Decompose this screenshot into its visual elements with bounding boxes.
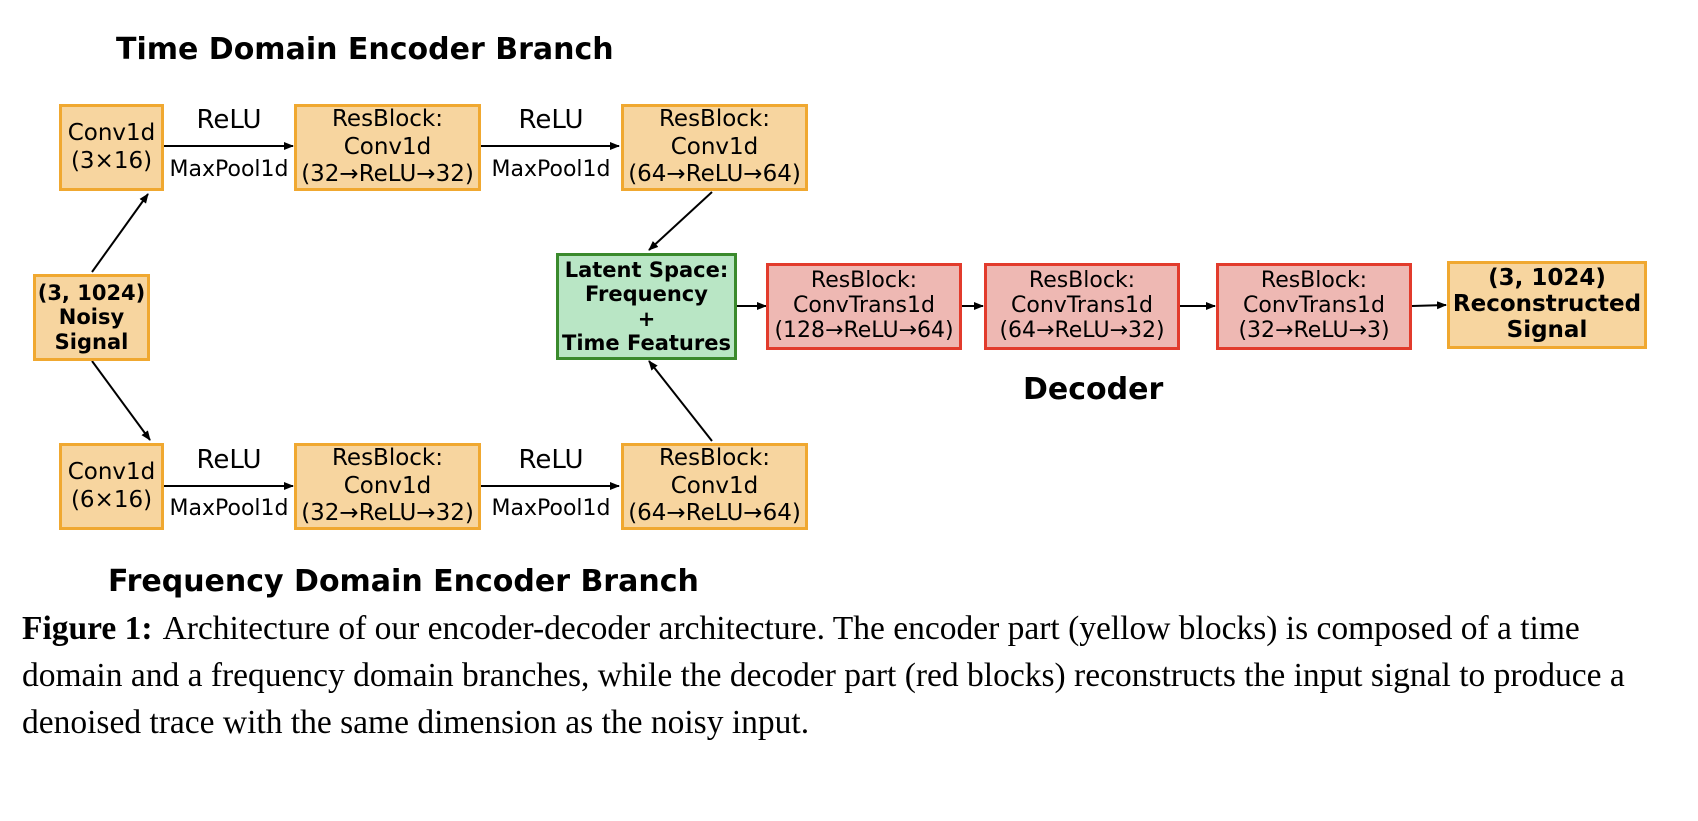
- decoder-resblock-3: ResBlock: ConvTrans1d (32→ReLU→3): [1216, 263, 1412, 350]
- arrow-input-to-time-conv: [91, 193, 149, 273]
- block-line: ConvTrans1d: [1243, 293, 1385, 319]
- time-branch-title: Time Domain Encoder Branch: [116, 32, 614, 67]
- block-line: ResBlock:: [1028, 268, 1136, 294]
- noisy-signal-input-block: (3, 1024) Noisy Signal: [33, 274, 150, 361]
- figure-caption: Figure 1:Architecture of our encoder-dec…: [22, 605, 1682, 746]
- caption-label: Figure 1:: [22, 610, 153, 647]
- decoder-resblock-2: ResBlock: ConvTrans1d (64→ReLU→32): [984, 263, 1180, 350]
- freq-resblock-2: ResBlock: Conv1d (64→ReLU→64): [621, 443, 808, 530]
- block-line: (3×16): [70, 147, 153, 174]
- reconstructed-signal-output-block: (3, 1024) Reconstructed Signal: [1447, 261, 1647, 349]
- output-shape: (3, 1024): [1488, 265, 1606, 292]
- block-line: (64→ReLU→32): [999, 317, 1165, 343]
- time-resblock-1: ResBlock: Conv1d (32→ReLU→32): [294, 104, 481, 191]
- block-line: (32→ReLU→32): [301, 500, 474, 527]
- freq-edge1-activation-label: ReLU: [196, 445, 262, 475]
- block-line: Conv1d: [67, 119, 156, 146]
- time-conv1d-block: Conv1d (3×16): [59, 104, 164, 191]
- arrow-time-res2-to-latent: [648, 191, 713, 251]
- output-label-line1: Reconstructed: [1452, 291, 1642, 318]
- freq-branch-title: Frequency Domain Encoder Branch: [108, 564, 699, 599]
- block-line: Conv1d: [670, 472, 759, 499]
- freq-edge2-pool-label: MaxPool1d: [491, 496, 611, 521]
- caption-text: Architecture of our encoder-decoder arch…: [22, 610, 1625, 741]
- arrow-layer: [91, 142, 1447, 490]
- block-line: (128→ReLU→64): [774, 317, 954, 343]
- latent-line: Latent Space:: [564, 258, 729, 283]
- block-line: Conv1d: [67, 458, 156, 485]
- time-edge2-activation-label: ReLU: [518, 105, 584, 135]
- time-edge2-pool-label: MaxPool1d: [491, 157, 611, 182]
- block-line: (64→ReLU→64): [628, 161, 801, 188]
- decoder-title: Decoder: [1023, 372, 1164, 407]
- time-edge1-activation-label: ReLU: [196, 105, 262, 135]
- block-line: (64→ReLU→64): [628, 500, 801, 527]
- arrow-dec3-to-output: [1411, 301, 1447, 310]
- time-resblock-2: ResBlock: Conv1d (64→ReLU→64): [621, 104, 808, 191]
- block-line: (6×16): [70, 486, 153, 513]
- block-line: ResBlock:: [810, 268, 918, 294]
- latent-line: +: [637, 306, 656, 331]
- arrow-input-to-freq-conv: [91, 360, 151, 441]
- time-edge1-pool-label: MaxPool1d: [169, 157, 289, 182]
- freq-edge1-pool-label: MaxPool1d: [169, 496, 289, 521]
- block-line: (32→ReLU→32): [301, 161, 474, 188]
- block-line: ResBlock:: [331, 106, 444, 133]
- latent-line: Frequency: [585, 282, 708, 307]
- block-line: ResBlock:: [1260, 268, 1368, 294]
- block-line: Conv1d: [670, 133, 759, 160]
- latent-line: Time Features: [562, 330, 731, 355]
- block-line: (32→ReLU→3): [1238, 317, 1390, 343]
- input-label-line2: Signal: [54, 329, 129, 354]
- freq-edge2-activation-label: ReLU: [518, 445, 584, 475]
- architecture-diagram: Time Domain Encoder Branch Frequency Dom…: [33, 32, 1647, 599]
- decoder-resblock-1: ResBlock: ConvTrans1d (128→ReLU→64): [766, 263, 962, 350]
- block-line: ConvTrans1d: [793, 293, 935, 319]
- input-label-line1: Noisy: [58, 305, 125, 330]
- output-label-line2: Signal: [1506, 316, 1588, 343]
- block-line: Conv1d: [343, 472, 432, 499]
- block-line: ResBlock:: [658, 106, 771, 133]
- freq-resblock-1: ResBlock: Conv1d (32→ReLU→32): [294, 443, 481, 530]
- freq-conv1d-block: Conv1d (6×16): [59, 443, 164, 530]
- input-shape: (3, 1024): [37, 281, 146, 306]
- block-line: Conv1d: [343, 133, 432, 160]
- block-line: ConvTrans1d: [1011, 293, 1153, 319]
- arrow-freq-res2-to-latent: [648, 360, 713, 442]
- block-line: ResBlock:: [658, 445, 771, 472]
- block-line: ResBlock:: [331, 445, 444, 472]
- latent-space-block: Latent Space: Frequency + Time Features: [556, 253, 737, 360]
